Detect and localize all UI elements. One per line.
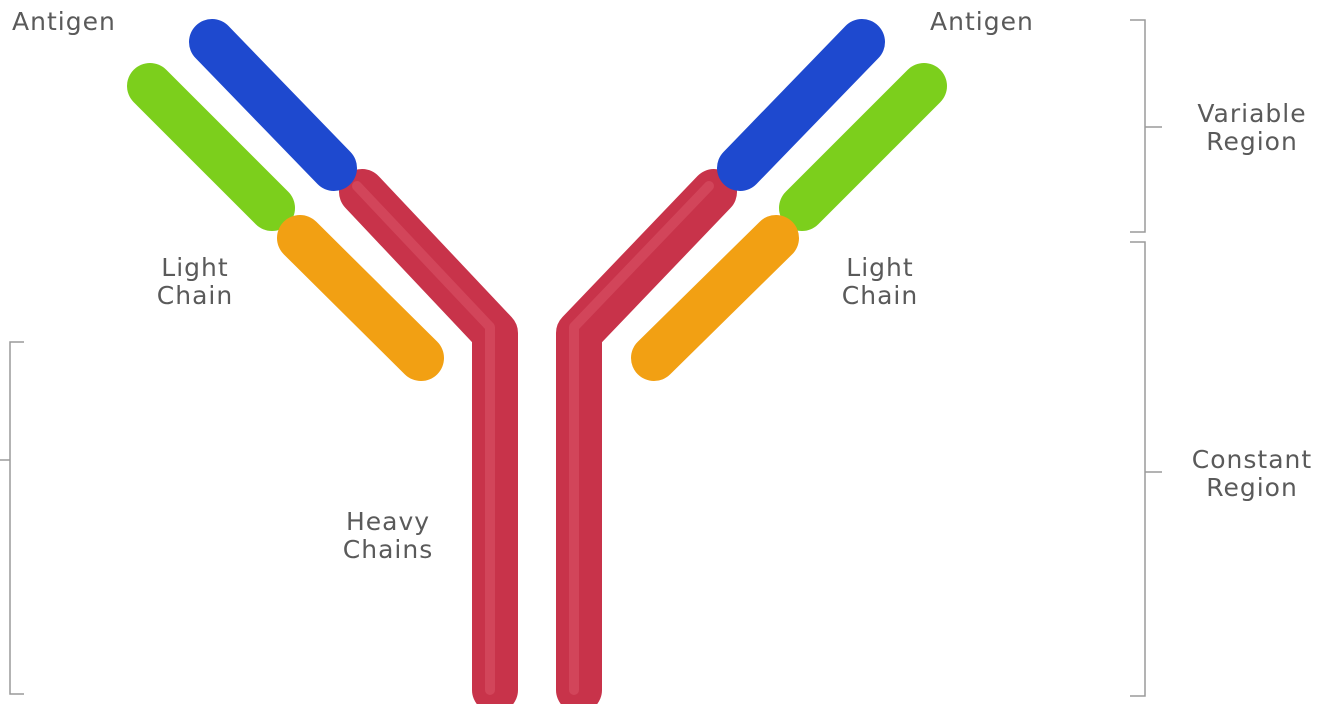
antigen-label-left: Antigen (12, 8, 116, 36)
constant-region-bracket (1130, 242, 1162, 696)
constant-region-label-line2: Region (1172, 474, 1332, 502)
variable-region-label-line2: Region (1172, 128, 1332, 156)
heavy-chains-label-line1: Heavy (326, 508, 450, 536)
light-chain-label-right: Light Chain (824, 254, 936, 310)
antigen-label-right: Antigen (930, 8, 1034, 36)
heavy-chains-label: Heavy Chains (326, 508, 450, 564)
variable-region-label-line1: Variable (1172, 100, 1332, 128)
light-chain-label-left: Light Chain (140, 254, 250, 310)
heavy-chain-right (574, 186, 714, 690)
constant-region-label-line1: Constant (1172, 446, 1332, 474)
light-chain-label-right-line1: Light (824, 254, 936, 282)
variable-region-label: Variable Region (1172, 100, 1332, 156)
constant-region-label: Constant Region (1172, 446, 1332, 502)
heavy-chain-left (357, 186, 495, 690)
light-chain-label-left-line2: Chain (140, 282, 250, 310)
light-chain-label-left-line1: Light (140, 254, 250, 282)
left-region-bracket (0, 342, 24, 694)
variable-region-bracket (1130, 20, 1162, 232)
heavy-chains-label-line2: Chains (326, 536, 450, 564)
light-chain-label-right-line2: Chain (824, 282, 936, 310)
